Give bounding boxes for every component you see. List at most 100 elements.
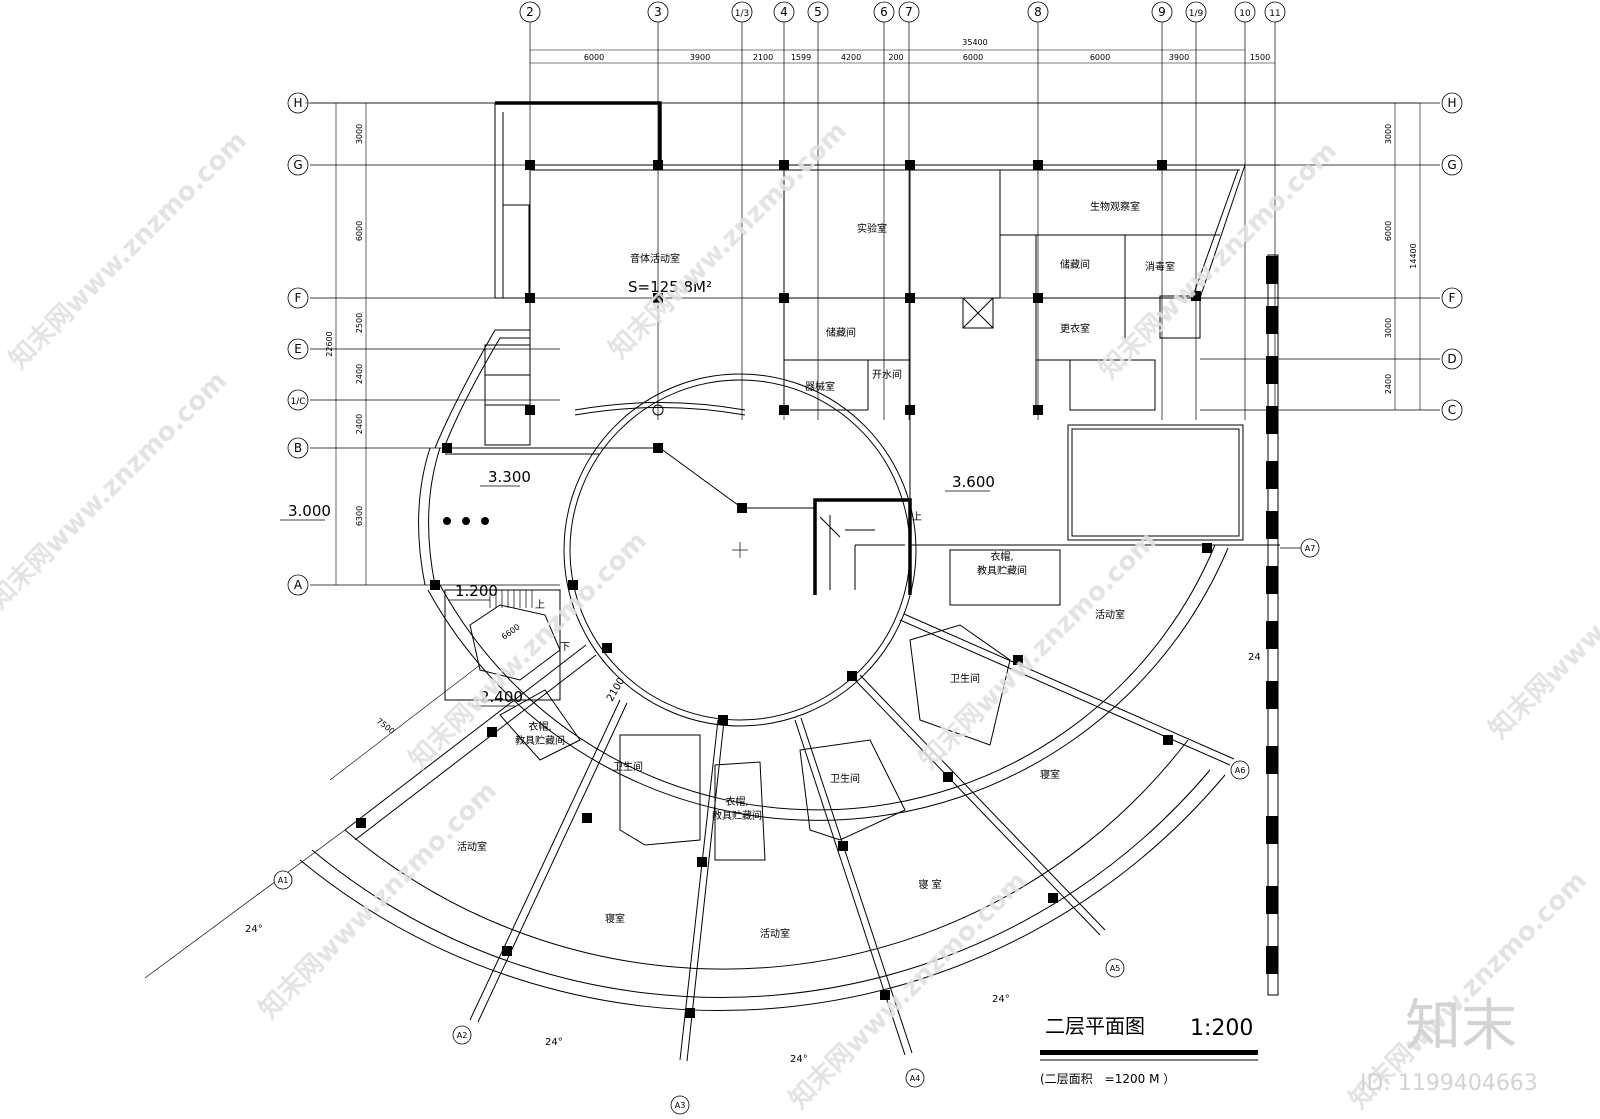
dimension-text: 2100 [605,676,627,704]
column [1266,946,1278,974]
radial-axis-label: A7 [1305,544,1316,553]
column [1266,511,1278,539]
column [356,818,366,828]
column [1266,816,1278,844]
column [582,813,592,823]
room-labels: 音体活动室 S=125.8M² 实验室 生物观察室 储藏间 储藏间 消毒室 更衣… [457,200,1175,940]
watermark-id: ID: 1199404663 [1360,1071,1538,1096]
column [737,503,747,513]
stair-up-center: 上 [912,511,922,523]
axis-bubble [1234,1,1256,23]
column [1033,160,1043,170]
column [847,671,857,681]
watermark-text: 知末网www.znzmo.com [254,776,503,1025]
dimension-text: 2500 [355,313,364,333]
room-equipment: 器械室 [805,380,835,393]
room-activity2: 活动室 [457,840,487,853]
column [568,580,578,590]
level-marks: 3.300 3.000 3.600 1.200 2.400 上 上 下 [280,404,995,707]
room-storage1: 储藏间 [826,326,856,339]
room-wc1: 卫生间 [950,672,980,685]
column [1163,735,1173,745]
room-music: 音体活动室 [630,252,680,265]
axis-bubble [1264,1,1286,23]
axis-bubble [287,437,309,459]
column [1266,406,1278,434]
dimension-text: 3900 [1169,53,1189,62]
column [943,772,953,782]
axis-bubble [773,1,795,23]
column [779,293,789,303]
room-boiler: 开水间 [872,368,902,381]
room-storage2: 储藏间 [1060,258,1090,271]
axis-bubble [731,1,753,23]
axis-label: 9 [1158,5,1166,19]
column [1266,886,1278,914]
axis-bubble [1441,399,1463,421]
column [525,405,535,415]
column [502,946,512,956]
axis-bubble [905,1068,925,1088]
fan-block-walls [144,373,1235,1062]
dimension-text: 1599 [791,53,811,62]
column [779,405,789,415]
column [1266,681,1278,709]
angle-label: 24° [992,994,1010,1005]
angle-labels: 24° 24° 24° 24° 24 [245,652,1261,1065]
level-3300: 3.300 [488,468,531,486]
room-activity3: 活动室 [760,927,790,940]
column [838,841,848,851]
watermark-logo: 知末 [1405,994,1517,1059]
column [1266,566,1278,594]
radial-axis-label: A4 [910,1074,921,1083]
axis-bubble [287,338,309,360]
column [905,160,915,170]
dimension-text: 6000 [584,53,604,62]
axis-bubble [807,1,829,23]
column [1048,893,1058,903]
axis-label: 7 [905,5,913,19]
column [1266,256,1278,284]
dimension-text: 6000 [1384,221,1393,241]
axis-label: 5 [814,5,822,19]
axis-bubble [1441,154,1463,176]
column [653,293,663,303]
axis-label: C [1448,403,1456,417]
axis-label: D [1447,352,1456,366]
column [880,990,890,1000]
column [1266,461,1278,489]
dimension-text: 3000 [1384,318,1393,338]
room-closet1: 衣帽,教具贮藏间 [977,550,1027,577]
axis-bubble [519,1,541,23]
dimension-text: 1500 [1250,53,1270,62]
watermark-text: 知末网www.znzmo.com [604,116,853,365]
angle-label: 24 [1248,652,1261,663]
room-bedroom3: 寝 室 [918,878,941,891]
dimension-text: 6300 [355,506,364,526]
room-closet2: 衣帽,教具贮藏间 [515,720,565,747]
axis-bubble [287,154,309,176]
axis-bubble [1300,538,1320,558]
axis-label: 8 [1034,5,1042,19]
dimension-text: 2100 [753,53,773,62]
watermark-text: 知末网www.znzmo.com [0,366,233,615]
drawing-title: 二层平面图 [1045,1014,1145,1038]
column [1191,291,1201,301]
axis-label: E [294,342,302,356]
level-3600: 3.600 [952,473,995,491]
dimension-text: 4200 [841,53,861,62]
room-wc2: 卫生间 [613,760,643,773]
angle-label: 24° [790,1054,808,1065]
dimension-text: 3000 [1384,124,1393,144]
column [1266,621,1278,649]
column [1266,746,1278,774]
axis-label: A [294,578,303,592]
dimension-line [329,664,481,781]
axis-label: 11 [1269,9,1280,19]
column [685,1008,695,1018]
level-2400: 2.400 [480,688,523,706]
axis-bubble [452,1025,472,1045]
column [653,443,663,453]
